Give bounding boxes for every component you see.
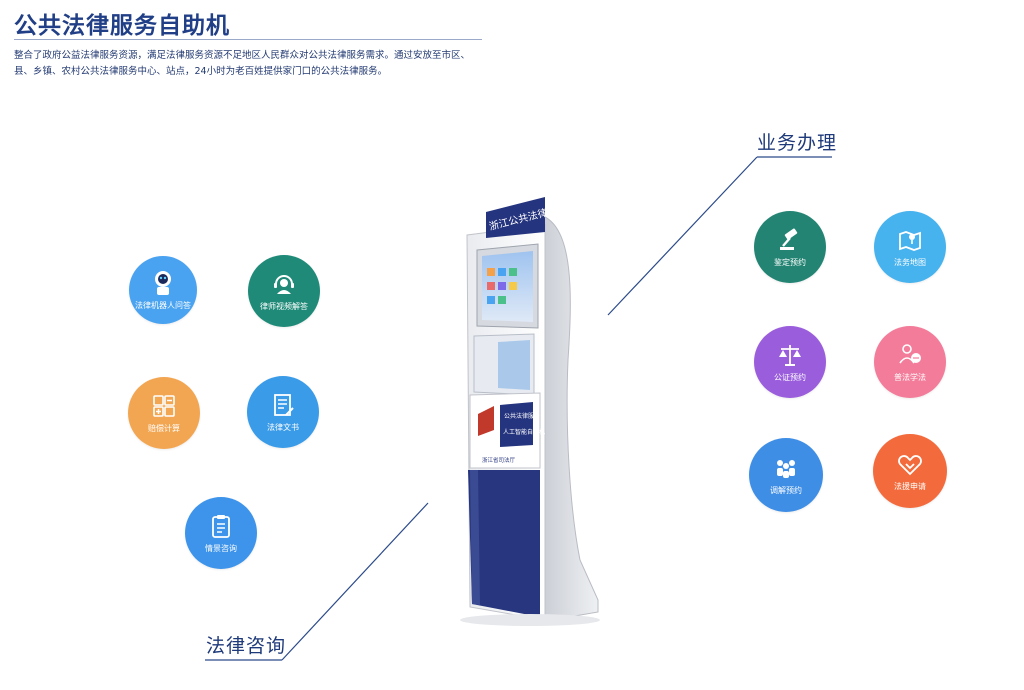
kiosk-lower-base	[468, 470, 540, 617]
feature-label: 普法学法	[894, 373, 926, 382]
feature-legal-documents[interactable]: 法律文书	[247, 376, 319, 448]
gavel-icon	[780, 228, 798, 250]
kiosk-footer-text: 浙江省司法厅	[482, 456, 516, 464]
business-section-label: 业务办理	[757, 132, 838, 154]
kiosk-screen-tile	[487, 296, 495, 304]
robot-icon	[155, 271, 171, 295]
business-leader-diagonal	[607, 156, 758, 316]
kiosk-screen-tile	[487, 282, 495, 290]
clipboard-icon	[212, 515, 230, 538]
feature-label: 法律机器人问答	[135, 301, 191, 310]
feature-compensation-calc[interactable]: 赔偿计算	[128, 377, 200, 449]
kiosk-printer-window	[498, 340, 530, 390]
kiosk-screen-tile	[498, 296, 506, 304]
kiosk-panel-text-2: 人工智能自助机	[503, 428, 545, 436]
kiosk-screen-tile	[498, 268, 506, 276]
feature-label: 律师视频解答	[260, 302, 308, 311]
feature-legal-map[interactable]: 法务地图	[874, 211, 946, 283]
feature-mediation-booking[interactable]: 调解预约	[749, 438, 823, 512]
handshake-icon	[898, 455, 922, 476]
kiosk-screen-tile	[498, 282, 506, 290]
kiosk-header-bar	[486, 197, 545, 238]
feature-label: 赔偿计算	[148, 424, 180, 433]
person-scales-icon	[899, 344, 921, 364]
kiosk-screen-tile	[487, 268, 495, 276]
kiosk-screen-tile	[509, 268, 517, 276]
kiosk-blue-label	[500, 402, 533, 447]
document-icon	[274, 394, 294, 416]
feature-label: 鉴定预约	[774, 258, 806, 267]
feature-lawyer-video[interactable]: 律师视频解答	[248, 255, 320, 327]
feature-label: 法务地图	[894, 258, 926, 267]
map-icon	[899, 231, 921, 251]
consult-section-label: 法律咨询	[206, 635, 287, 657]
consult-leader-diagonal	[281, 502, 429, 661]
page-description: 整合了政府公益法律服务资源，满足法律服务资源不足地区人民群众对公共法律服务需求。…	[14, 50, 471, 77]
feature-label: 情景咨询	[205, 544, 237, 553]
feature-scenario-consult[interactable]: 情景咨询	[185, 497, 257, 569]
headset-icon	[274, 275, 294, 294]
feature-label: 调解预约	[770, 486, 802, 495]
feature-label: 法援申请	[894, 482, 926, 491]
feature-appraisal-booking[interactable]: 鉴定预约	[754, 211, 826, 283]
kiosk-shadow	[460, 614, 600, 626]
feature-law-learning[interactable]: 普法学法	[874, 326, 946, 398]
feature-label: 法律文书	[267, 423, 299, 432]
title-divider	[14, 39, 482, 40]
feature-notary-booking[interactable]: 公证预约	[754, 326, 826, 398]
kiosk-logo-mark	[478, 406, 494, 436]
scales-icon	[779, 345, 801, 366]
calculator-icon	[153, 395, 175, 417]
feature-legal-aid-application[interactable]: 法援申请	[873, 434, 947, 508]
kiosk-panel-text-1: 公共法律服务	[504, 412, 540, 420]
kiosk-side-panel	[539, 214, 599, 623]
feature-robot-qa[interactable]: 法律机器人问答	[129, 256, 197, 324]
group-icon	[777, 460, 795, 478]
kiosk-screen-tile	[509, 282, 517, 290]
kiosk-lower-highlight	[470, 470, 480, 605]
page-title: 公共法律服务自助机	[14, 13, 230, 39]
feature-label: 公证预约	[774, 373, 806, 382]
